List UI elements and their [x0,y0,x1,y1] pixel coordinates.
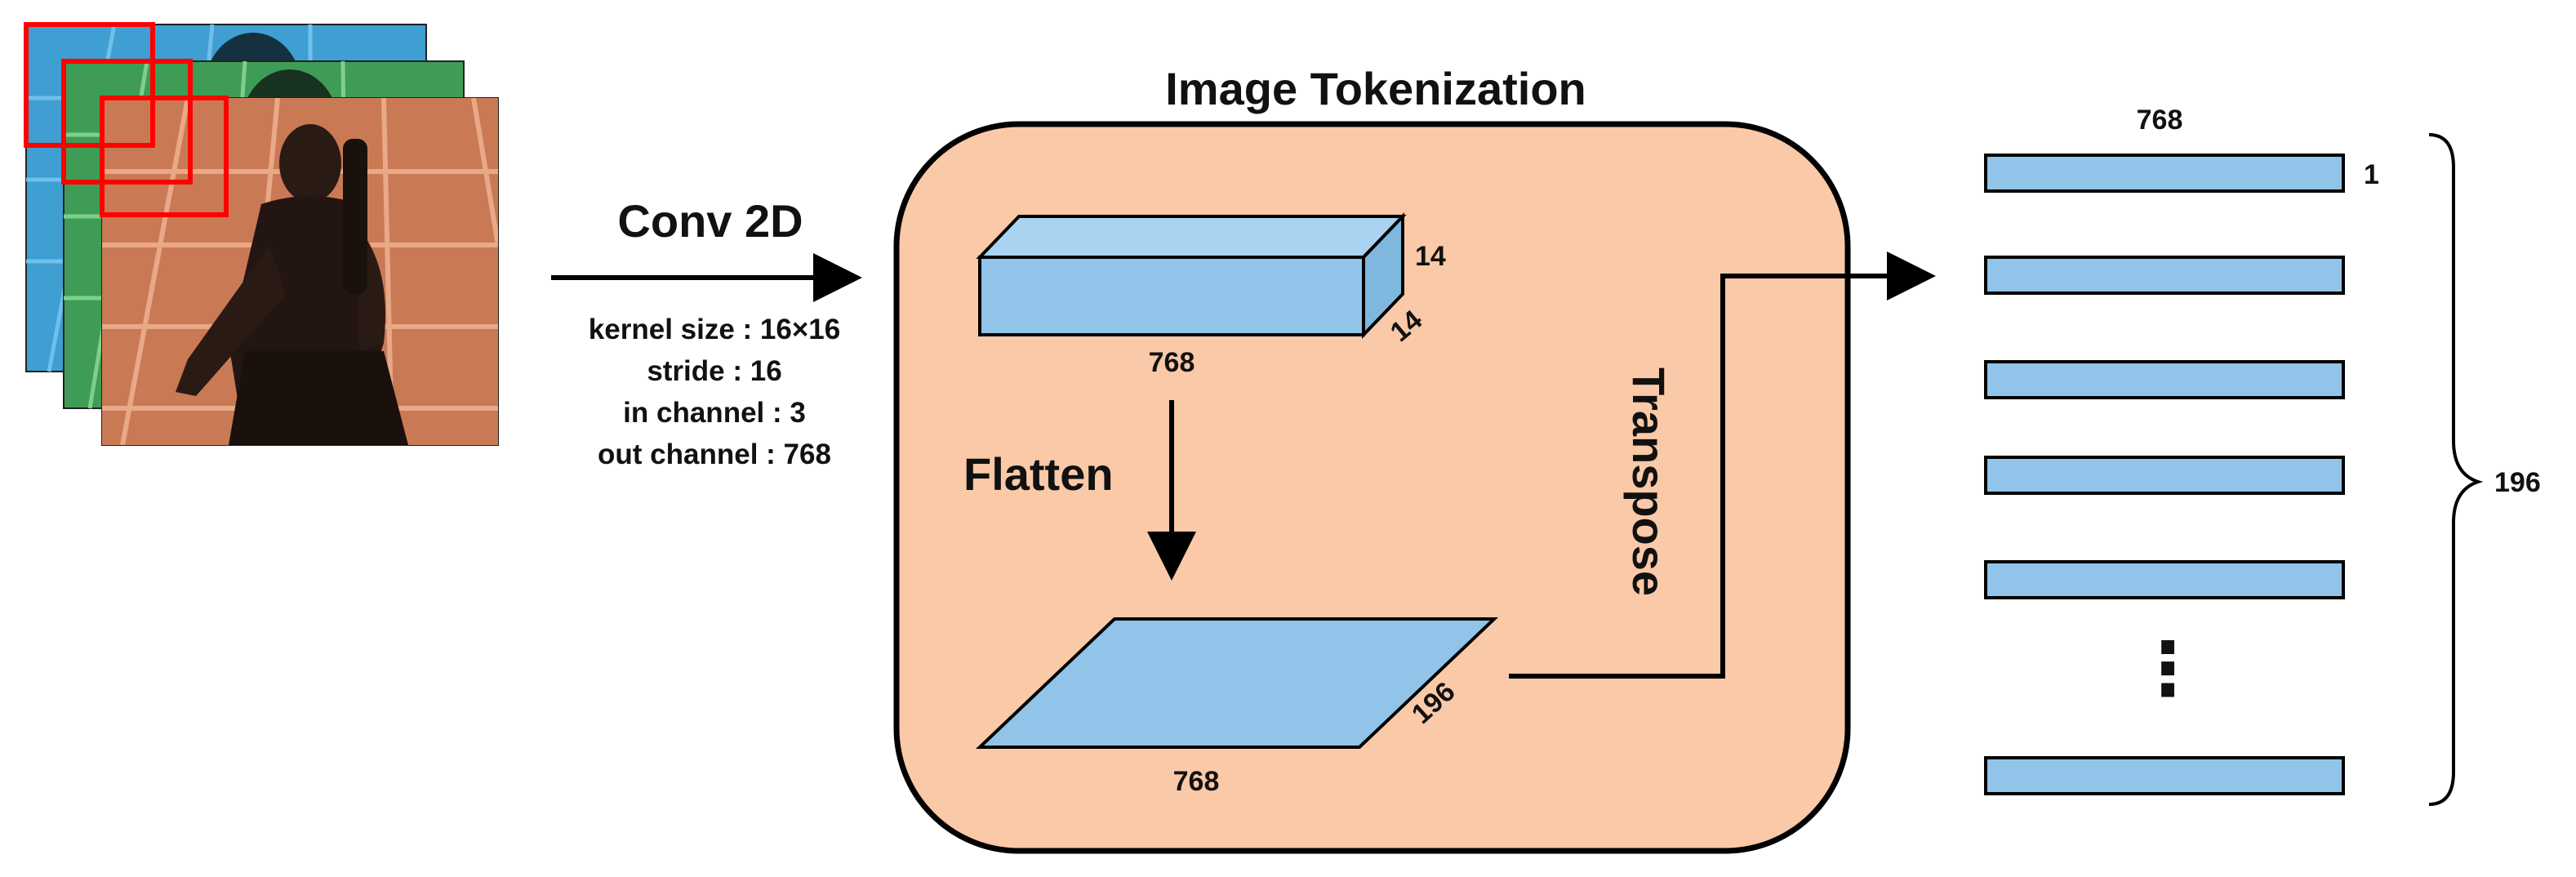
patch-box-back [24,22,155,148]
flattened-map [975,617,1499,749]
flatten-label: Flatten [963,448,1114,500]
tokenization-title: Image Tokenization [1165,63,1586,114]
token-bar-1 [1984,154,2345,193]
feature-map-height-label: 14 [1415,241,1446,272]
token-count-brace [2428,133,2484,806]
feature-map-cuboid [976,212,1407,339]
transpose-arrow [1509,252,1936,679]
conv-param-stride: stride : 16 [647,355,781,387]
patch-box-front [100,96,229,217]
token-bar-5 [1984,560,2345,599]
conv-label: Conv 2D [617,195,803,247]
token-bar-3 [1984,360,2345,399]
token-row-label: 1 [2364,159,2379,190]
token-count-label: 196 [2494,467,2541,498]
token-ellipsis: ⋮ [2131,629,2205,710]
conv-param-in-channel: in channel : 3 [623,397,806,429]
conv-param-out-channel: out channel : 768 [598,438,831,470]
flattened-width-label: 768 [1173,766,1220,797]
token-width-label: 768 [2137,105,2183,136]
token-bar-2 [1984,256,2345,295]
conv-param-kernel: kernel size : 16×16 [589,314,840,345]
token-bar-4 [1984,456,2345,495]
token-bar-last [1984,756,2345,795]
frame-front [101,97,499,446]
patch-box-middle [61,59,193,185]
input-frames [24,22,499,446]
transpose-label: Transpose [1623,367,1675,596]
feature-map-width-label: 768 [1149,347,1195,378]
